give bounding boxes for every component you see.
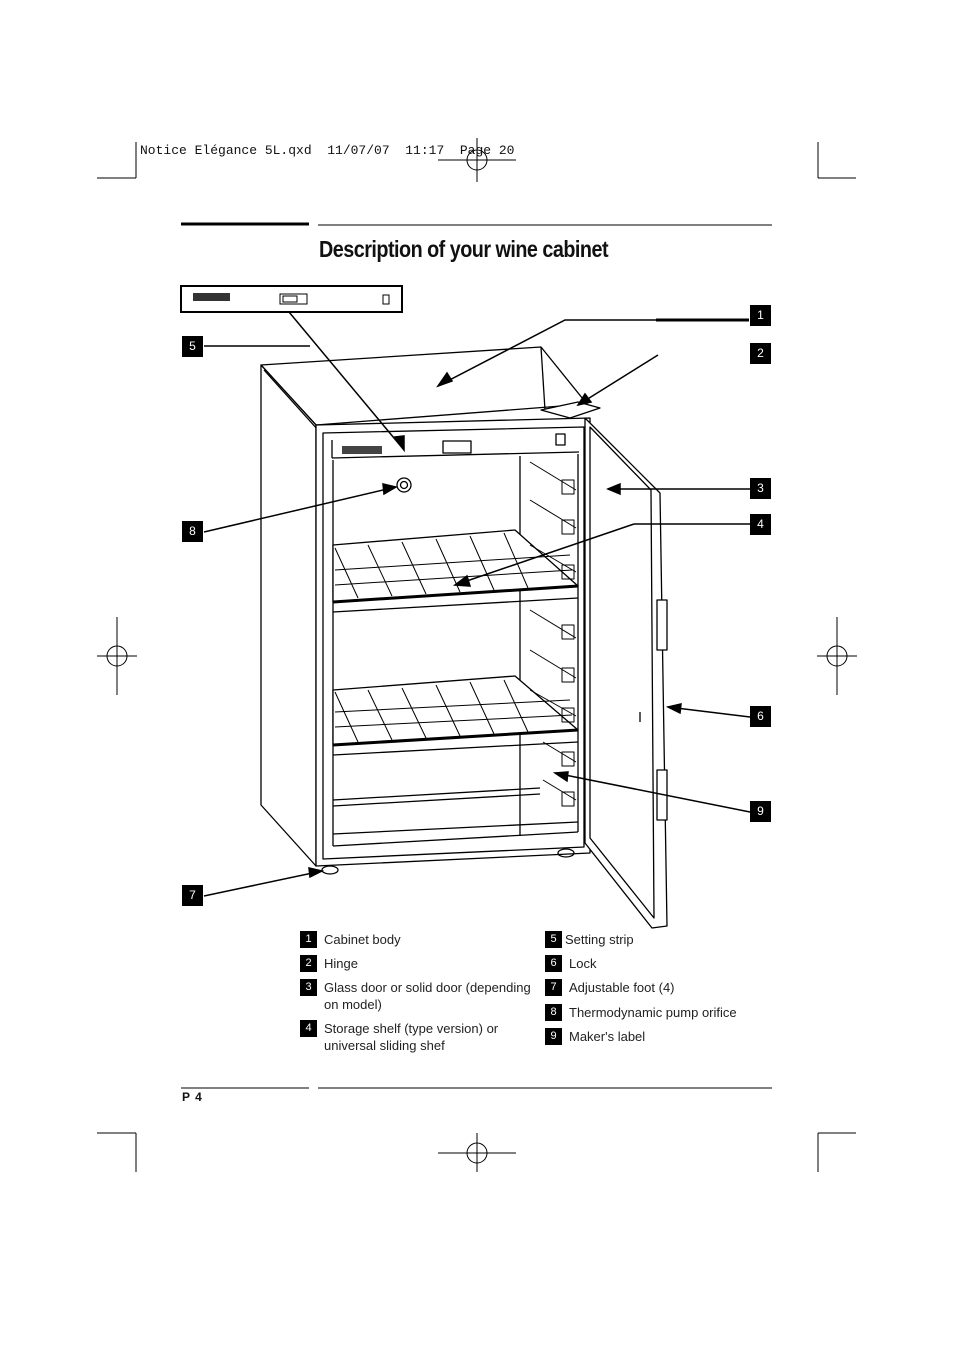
legend-number: 1	[300, 931, 317, 948]
crop-marks	[97, 142, 856, 1172]
file-slug: Notice Elégance 5L.qxd 11/07/07 11:17 Pa…	[140, 143, 515, 158]
wine-cabinet-illustration	[260, 346, 668, 929]
callout-5: 5	[182, 336, 203, 357]
legend-number: 3	[300, 979, 317, 996]
legend-text: Thermodynamic pump orifice	[569, 1005, 737, 1020]
callout-4: 4	[750, 514, 771, 535]
legend-number: 2	[300, 955, 317, 972]
legend-text: Maker's label	[569, 1029, 646, 1044]
legend-number: 8	[545, 1004, 562, 1021]
page-title: Description of your wine cabinet	[319, 236, 609, 262]
legend-text: Lock	[569, 956, 597, 971]
header-rules	[181, 222, 772, 1089]
legend-number: 9	[545, 1028, 562, 1045]
callout-9: 9	[750, 801, 771, 822]
callout-3: 3	[750, 478, 771, 499]
leader-lines	[203, 311, 751, 897]
legend-text: Glass door or solid door (depending on m…	[324, 980, 531, 1012]
legend-text: Setting strip	[565, 932, 634, 947]
callout-2: 2	[750, 343, 771, 364]
legend-text: Cabinet body	[324, 932, 401, 947]
callout-7: 7	[182, 885, 203, 906]
callout-1: 1	[750, 305, 771, 326]
setting-strip-inset	[180, 285, 403, 313]
legend-number: 5	[545, 931, 562, 948]
legend-text: Storage shelf (type version) or universa…	[324, 1021, 499, 1053]
callout-8: 8	[182, 521, 203, 542]
legend-text: Hinge	[324, 956, 358, 971]
legend-number: 6	[545, 955, 562, 972]
legend-text: Adjustable foot (4)	[569, 980, 675, 995]
registration-marks	[97, 138, 857, 1172]
callout-6: 6	[750, 706, 771, 727]
legend-number: 7	[545, 979, 562, 996]
page-number: P 4	[182, 1090, 203, 1104]
legend-number: 4	[300, 1020, 317, 1037]
